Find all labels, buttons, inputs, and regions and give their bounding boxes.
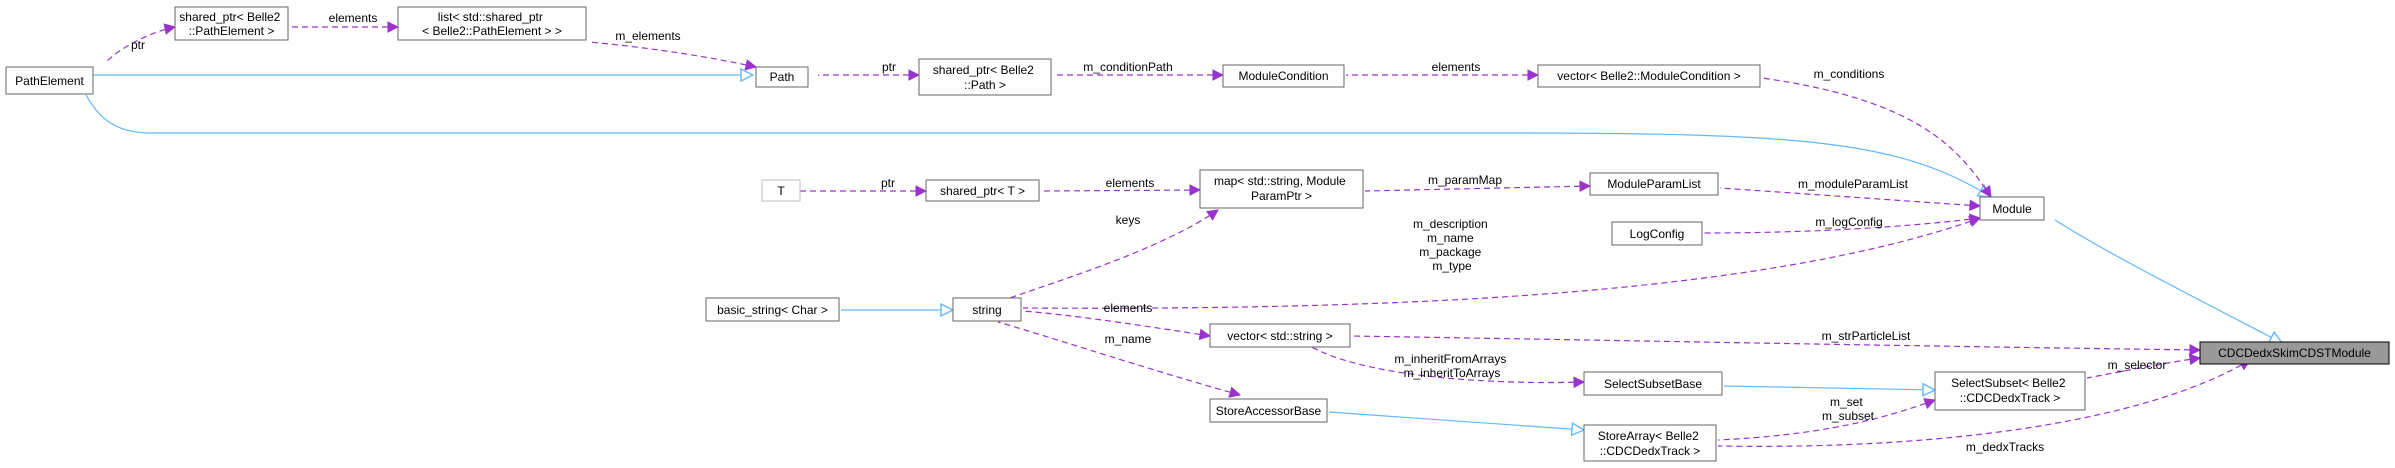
node-modulecondition[interactable]: ModuleCondition (1222, 64, 1345, 88)
edge-m-elements-path (589, 41, 756, 67)
svg-text:ModuleParamList: ModuleParamList (1607, 177, 1701, 191)
node-storearray-cdcdedxtrack[interactable]: StoreArray< Belle2 ::CDCDedxTrack > (1583, 424, 1717, 462)
svg-text:CDCDedxSkimCDSTModule: CDCDedxSkimCDSTModule (2218, 346, 2371, 360)
edge-label: elements (329, 11, 378, 25)
svg-text:Path: Path (770, 70, 795, 84)
svg-text:basic_string< Char >: basic_string< Char > (717, 303, 828, 317)
node-shared-ptr-path[interactable]: shared_ptr< Belle2 ::Path > (918, 58, 1052, 96)
edge-label: m_selector (2108, 358, 2167, 372)
edge-elements-vectorstring (1022, 310, 1210, 336)
node-logconfig[interactable]: LogConfig (1611, 221, 1703, 246)
svg-text:string: string (972, 303, 1001, 317)
edge-label: ptr (131, 38, 145, 52)
edge-selectsubset-inherits-base (1723, 386, 1935, 390)
svg-text:shared_ptr< T >: shared_ptr< T > (940, 184, 1025, 198)
edge-label: m_conditionPath (1083, 60, 1172, 74)
node-basic-string[interactable]: basic_string< Char > (705, 297, 840, 322)
edge-label: keys (1116, 213, 1141, 227)
edge-m-dedxtracks (1717, 360, 2250, 447)
edge-label: m_description m_name m_package m_type (1413, 217, 1491, 273)
svg-text:vector< Belle2::ModuleConditio: vector< Belle2::ModuleCondition > (1557, 69, 1740, 83)
node-t[interactable]: T (761, 179, 801, 202)
node-shared-ptr-t[interactable]: shared_ptr< T > (925, 179, 1040, 202)
edge-label: m_elements (615, 29, 680, 43)
edge-storearray-inherits-accessor (1328, 411, 1584, 430)
svg-text:list< std::shared_ptr: list< std::shared_ptr < Belle2::PathElem… (422, 10, 562, 38)
node-selectsubsetbase[interactable]: SelectSubsetBase (1583, 371, 1723, 396)
svg-text:shared_ptr< Belle2 ::P: shared_ptr< Belle2 ::PathElement > (179, 10, 283, 38)
edge-m-logconfig (1703, 218, 1980, 234)
node-moduleparamlist[interactable]: ModuleParamList (1589, 172, 1719, 196)
node-string[interactable]: string (952, 297, 1022, 322)
node-pathelement[interactable]: PathElement (5, 66, 94, 95)
edge-label: m_name (1105, 332, 1152, 346)
node-vector-modulecondition[interactable]: vector< Belle2::ModuleCondition > (1537, 64, 1761, 88)
svg-text:map< std::string, Module: map< std::string, Module ParamPtr > (1214, 174, 1349, 203)
edge-label: m_set m_subset (1822, 395, 1875, 423)
svg-text:LogConfig: LogConfig (1630, 227, 1685, 241)
edge-m-strparticlelist (1349, 335, 2200, 350)
svg-text:PathElement: PathElement (15, 74, 84, 88)
edge-label: ptr (881, 176, 895, 190)
edge-labels: ptr elements m_elements ptr m_conditionP… (131, 11, 2166, 454)
node-path[interactable]: Path (755, 66, 809, 88)
node-map-string-paramptr[interactable]: map< std::string, Module ParamPtr > (1199, 169, 1364, 209)
edge-label: m_paramMap (1428, 173, 1502, 187)
edge-label: m_dedxTracks (1966, 440, 2044, 454)
edge-label: m_strParticleList (1822, 329, 1911, 343)
edge-label: m_inheritFromArrays m_inheritToArrays (1394, 352, 1509, 380)
svg-text:vector< std::string >: vector< std::string > (1227, 329, 1332, 343)
edge-label: m_logConfig (1815, 215, 1882, 229)
edge-label: elements (1106, 176, 1155, 190)
edge-m-moduleparamlist (1719, 187, 1980, 206)
usage-edges (105, 27, 2250, 447)
edge-m-name (997, 321, 1240, 395)
node-selectsubset-cdcdedxtrack[interactable]: SelectSubset< Belle2 ::CDCDedxTrack > (1934, 371, 2086, 411)
node-module[interactable]: Module (1979, 196, 2045, 221)
edge-m-inherit (1309, 345, 1584, 383)
svg-text:ModuleCondition: ModuleCondition (1238, 69, 1328, 83)
node-cdcdedxskimcdstmodule[interactable]: CDCDedxSkimCDSTModule (2199, 341, 2390, 365)
edge-label: ptr (882, 60, 896, 74)
svg-text:T: T (777, 184, 785, 198)
inheritance-edges (85, 75, 2282, 430)
edge-module-strings (1022, 218, 1980, 309)
edge-m-set-subset (1717, 400, 1935, 441)
node-shared-ptr-pathelement[interactable]: shared_ptr< Belle2 ::PathElement > (174, 6, 289, 41)
nodes: PathElement shared_ptr< Belle2 ::PathEle… (5, 6, 2390, 462)
edge-m-conditions (1761, 77, 1991, 197)
edge-label: m_conditions (1814, 67, 1885, 81)
svg-text:SelectSubsetBase: SelectSubsetBase (1604, 377, 1702, 391)
edge-m-parammap (1364, 186, 1590, 191)
edge-cdc-inherits-module (2054, 219, 2282, 343)
edge-module-inherits-pathelement (85, 94, 1991, 197)
svg-text:StoreAccessorBase: StoreAccessorBase (1216, 404, 1322, 418)
edge-ptr-pathelement (105, 27, 175, 63)
svg-text:shared_ptr< Belle2 ::P: shared_ptr< Belle2 ::Path > (933, 63, 1037, 92)
edge-keys (1009, 210, 1218, 299)
svg-text:Module: Module (1992, 202, 2032, 216)
node-vector-string[interactable]: vector< std::string > (1209, 323, 1351, 348)
svg-text:SelectSubset< Belle2 :: SelectSubset< Belle2 ::CDCDedxTrack > (1951, 376, 2069, 405)
node-list-shared-ptr[interactable]: list< std::shared_ptr < Belle2::PathElem… (397, 6, 587, 41)
edge-label: elements (1432, 60, 1481, 74)
edge-label: m_moduleParamList (1798, 177, 1909, 191)
svg-text:StoreArray< Belle2 ::C: StoreArray< Belle2 ::CDCDedxTrack > (1598, 429, 1702, 458)
node-storeaccessorbase[interactable]: StoreAccessorBase (1209, 398, 1328, 423)
edge-elements-sharedptr-t (1040, 190, 1200, 191)
edge-label: elements (1104, 301, 1153, 315)
